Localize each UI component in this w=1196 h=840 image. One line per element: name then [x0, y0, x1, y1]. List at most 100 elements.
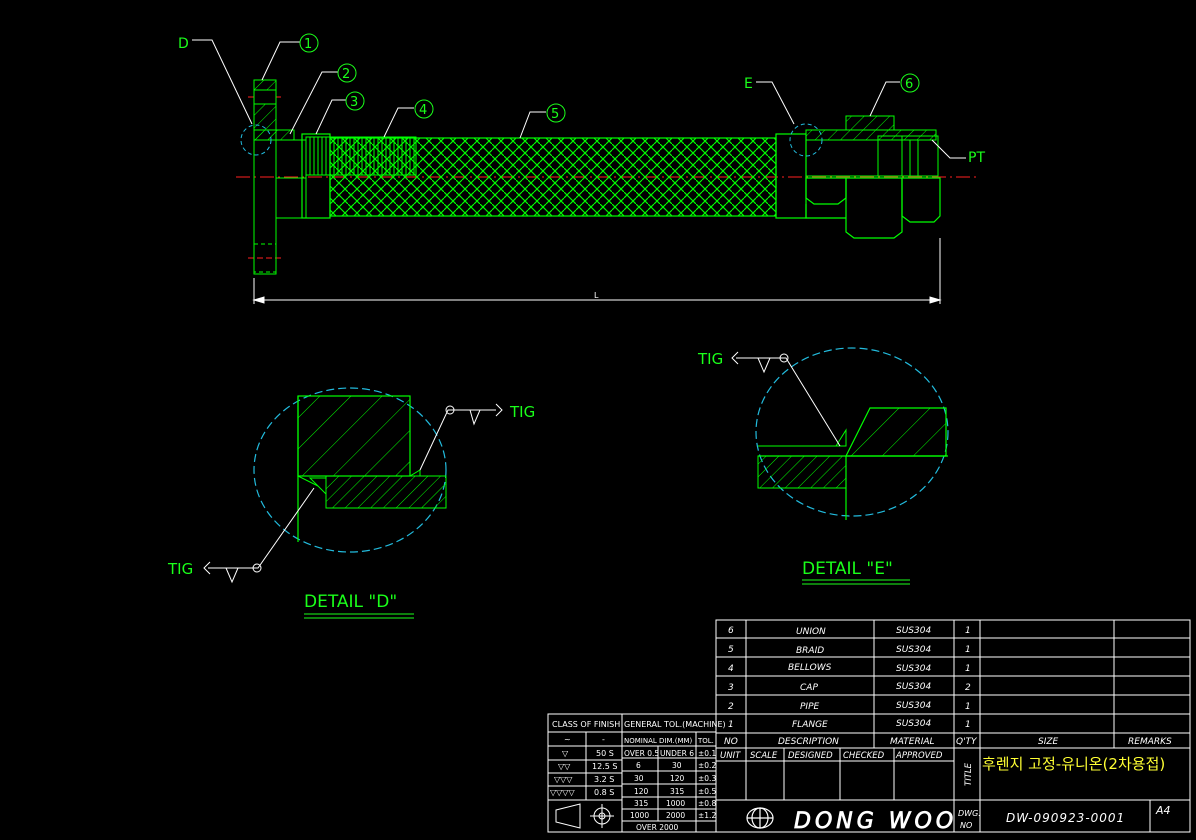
- callout-2: 2: [342, 67, 350, 82]
- tol-row-value: ±0.2: [698, 761, 716, 770]
- sheet-size: A4: [1155, 804, 1171, 817]
- parts-row-qty: 1: [965, 626, 971, 636]
- assembly-view: D 1 2 3 4 5 E 6 PT L: [178, 33, 985, 304]
- tol-row-from: OVER 0.5: [624, 749, 659, 758]
- parts-row-qty: 1: [965, 645, 971, 655]
- finish-value: 12.5 S: [592, 762, 617, 771]
- finish-mark: ▽▽: [558, 762, 571, 771]
- parts-row-no: 4: [728, 664, 734, 674]
- checked-label: CHECKED: [843, 751, 885, 761]
- finish-title: CLASS OF FINISH: [552, 720, 620, 729]
- dwg-label-line2: NO: [960, 821, 972, 830]
- tol-row-to: 2000: [666, 811, 685, 820]
- finish-value: 50 S: [596, 749, 614, 758]
- detail-e-weld: TIG: [697, 350, 723, 368]
- parts-row-description: CAP: [800, 683, 818, 693]
- tol-row-value: ±0.8: [698, 799, 716, 808]
- callout-4: 4: [419, 103, 427, 118]
- tol-row-to: 315: [670, 787, 685, 796]
- parts-row-material: SUS304: [896, 719, 931, 729]
- finish-head-left: ~: [564, 735, 571, 744]
- parts-row-no: 6: [728, 626, 734, 636]
- finish-tolerance-table: CLASS OF FINISH GENERAL TOL.(MACHINE) ~ …: [547, 713, 726, 833]
- callout-pt: PT: [968, 150, 985, 166]
- tol-row-from: 120: [634, 787, 649, 796]
- dwg-label-line1: DWG.: [958, 809, 981, 818]
- tol-last-row: OVER 2000: [636, 823, 679, 832]
- callout-d: D: [178, 36, 189, 52]
- callout-6: 6: [905, 77, 913, 92]
- tolerance-nominal: NOMINAL DIM.(MM): [624, 737, 693, 745]
- detail-d-weld-top: TIG: [509, 403, 535, 421]
- drawing-title: 후렌지 고정-유니온(2차용접): [982, 755, 1165, 773]
- detail-e-title: DETAIL "E": [802, 559, 893, 579]
- parts-row-no: 5: [728, 645, 734, 655]
- tol-row-from: 1000: [630, 811, 649, 820]
- parts-row-qty: 1: [965, 702, 971, 712]
- parts-header-qty: Q'TY: [956, 737, 978, 747]
- braid-part: [329, 137, 777, 217]
- callout-3: 3: [350, 95, 358, 110]
- detail-d-weld-bottom: TIG: [167, 560, 193, 578]
- tolerance-title: GENERAL TOL.(MACHINE): [624, 720, 726, 729]
- tol-row-to: 1000: [666, 799, 685, 808]
- parts-row-material: SUS304: [896, 645, 931, 655]
- leader-lines: [192, 39, 966, 159]
- approved-label: APPROVED: [895, 751, 943, 761]
- parts-row-description: PIPE: [800, 702, 820, 712]
- tol-row-to: 30: [672, 761, 682, 770]
- callout-balloons: [299, 33, 920, 123]
- tol-row-from: 30: [634, 774, 644, 783]
- parts-row-description: BELLOWS: [788, 663, 832, 673]
- finish-mark: ▽▽▽: [554, 775, 573, 784]
- parts-row-description: FLANGE: [792, 720, 828, 730]
- parts-row-no: 2: [728, 702, 734, 712]
- length-label: L: [594, 291, 599, 300]
- title-block: UNIT SCALE DESIGNED CHECKED APPROVED TIT…: [715, 747, 1191, 834]
- detail-d-title: DETAIL "D": [304, 592, 397, 612]
- callout-1: 1: [304, 37, 312, 52]
- parts-row-material: SUS304: [896, 682, 931, 692]
- tol-row-to: UNDER 6: [660, 749, 694, 758]
- parts-row-qty: 1: [965, 664, 971, 674]
- tol-row-from: 315: [634, 799, 649, 808]
- tol-row-from: 6: [636, 761, 641, 770]
- pipe-part: [275, 139, 307, 219]
- finish-head-right: -: [602, 735, 605, 744]
- parts-row-material: SUS304: [896, 664, 931, 674]
- finish-value: 3.2 S: [594, 775, 614, 784]
- projection-symbol-icon: [555, 803, 614, 829]
- parts-row-material: SUS304: [896, 701, 931, 711]
- parts-header-size: SIZE: [1038, 737, 1059, 747]
- tol-row-value: ±0.1: [698, 749, 716, 758]
- union-part: [775, 115, 941, 239]
- parts-row-qty: 1: [965, 720, 971, 730]
- scale-label: SCALE: [750, 751, 778, 761]
- dong-woo-logo-icon: [746, 807, 774, 829]
- tol-row-value: ±0.3: [698, 774, 716, 783]
- length-dimension: [252, 238, 942, 304]
- parts-header-no: NO: [724, 737, 738, 747]
- finish-mark: ▽: [562, 749, 569, 758]
- tolerance-tol: TOL.: [697, 737, 714, 745]
- parts-row-material: SUS304: [896, 626, 931, 636]
- detail-e-marker-circle: [789, 123, 823, 157]
- finish-value: 0.8 S: [594, 788, 614, 797]
- title-label: TITLE: [964, 762, 974, 786]
- tol-row-value: ±1.2: [698, 811, 716, 820]
- parts-list-table: 6 UNION SUS304 1 5 BRAID SUS304 1 4 BELL…: [715, 619, 1191, 749]
- designed-label: DESIGNED: [788, 751, 833, 761]
- detail-d: TIG TIG DETAIL "D": [167, 387, 535, 619]
- parts-header-material: MATERIAL: [890, 737, 935, 747]
- tol-row-value: ±0.5: [698, 787, 716, 796]
- parts-row-description: UNION: [796, 627, 826, 637]
- drawing-number: DW-090923-0001: [1006, 811, 1125, 825]
- parts-row-qty: 2: [965, 683, 971, 693]
- detail-d-marker-circle: [240, 124, 272, 156]
- callout-e: E: [744, 76, 753, 92]
- parts-row-no: 3: [728, 683, 734, 693]
- detail-e: TIG DETAIL "E": [697, 347, 949, 585]
- finish-mark: ▽▽▽▽: [550, 788, 575, 797]
- tol-row-to: 120: [670, 774, 685, 783]
